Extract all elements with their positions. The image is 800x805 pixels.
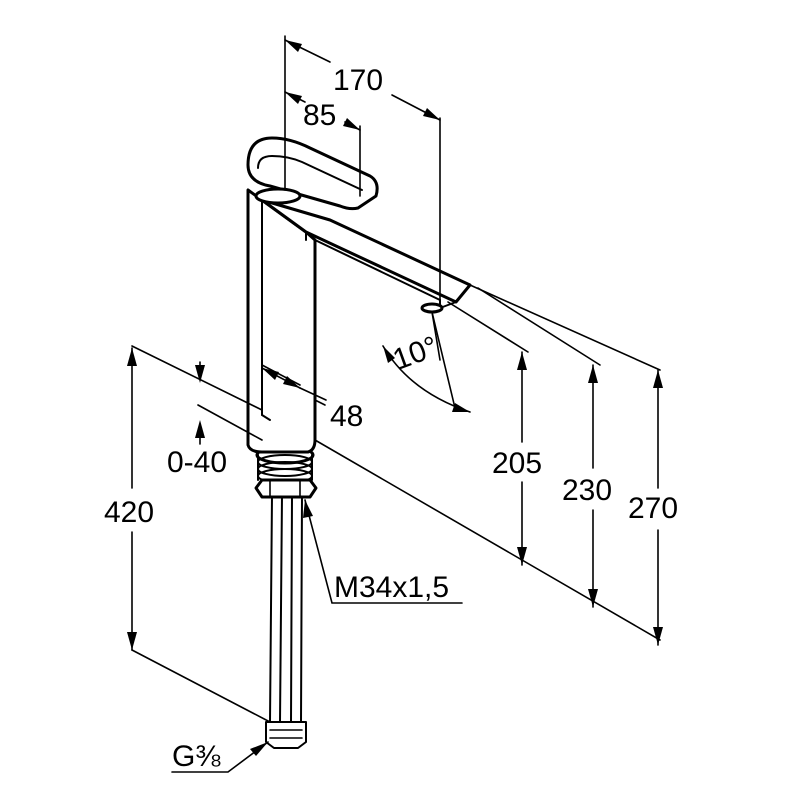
- dim-10-degree: 10°: [382, 311, 471, 413]
- dim-label-85: 85: [303, 99, 336, 132]
- dim-label-230: 230: [562, 474, 612, 507]
- dim-270: 270: [628, 369, 678, 646]
- dim-420: 420: [104, 347, 154, 651]
- dim-label-205: 205: [492, 447, 542, 480]
- dim-label-170: 170: [333, 64, 383, 97]
- dim-85: 85: [284, 91, 361, 132]
- supply-hoses: [265, 494, 307, 749]
- lever-handle: [246, 136, 379, 211]
- dim-170: 170: [284, 39, 441, 121]
- dim-0-40: 0-40: [167, 361, 227, 479]
- dim-label-420: 420: [104, 496, 154, 529]
- label-thread: M34x1,5: [334, 571, 449, 604]
- reference-lines: [131, 35, 661, 723]
- dim-label-10deg: 10°: [389, 330, 443, 377]
- callout-connection: G⅜: [171, 740, 269, 773]
- dim-48: 48: [261, 367, 363, 433]
- mounting-thread: [254, 445, 318, 499]
- dim-205: 205: [492, 351, 542, 566]
- dim-label-48: 48: [330, 400, 363, 433]
- dim-label-0-40: 0-40: [167, 446, 227, 479]
- label-connection: G⅜: [172, 740, 221, 773]
- dim-230: 230: [562, 364, 612, 608]
- dim-label-270: 270: [628, 492, 678, 525]
- callout-thread: M34x1,5: [303, 499, 463, 604]
